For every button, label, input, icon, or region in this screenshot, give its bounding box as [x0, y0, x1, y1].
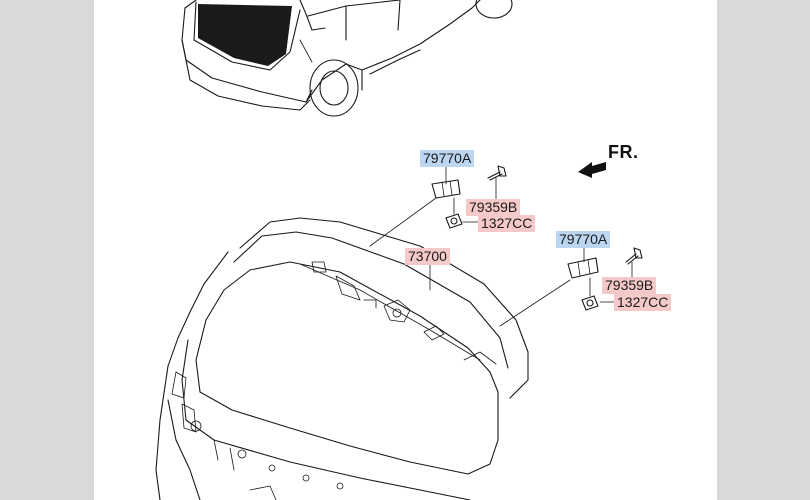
part-callout-nut-lower[interactable]: 1327CC [614, 294, 672, 311]
leader-lines [429, 165, 617, 303]
front-direction-label: FR. [608, 142, 639, 162]
upper-hinge-parts [369, 165, 507, 247]
part-callout-bolt-upper[interactable]: 79359B [466, 199, 521, 216]
part-callout-tailgate[interactable]: 73700 [405, 248, 450, 265]
lower-hinge-parts [499, 247, 643, 327]
tailgate-assembly [155, 217, 529, 500]
part-callout-bracket-lower[interactable]: 79770A [556, 231, 611, 248]
part-callout-bolt-lower[interactable]: 79359B [602, 277, 657, 294]
part-callout-nut-upper[interactable]: 1327CC [478, 215, 536, 232]
part-callout-bracket-upper[interactable]: 79770A [420, 150, 475, 167]
vehicle-overview [181, 0, 513, 117]
front-direction-arrow [578, 162, 606, 178]
